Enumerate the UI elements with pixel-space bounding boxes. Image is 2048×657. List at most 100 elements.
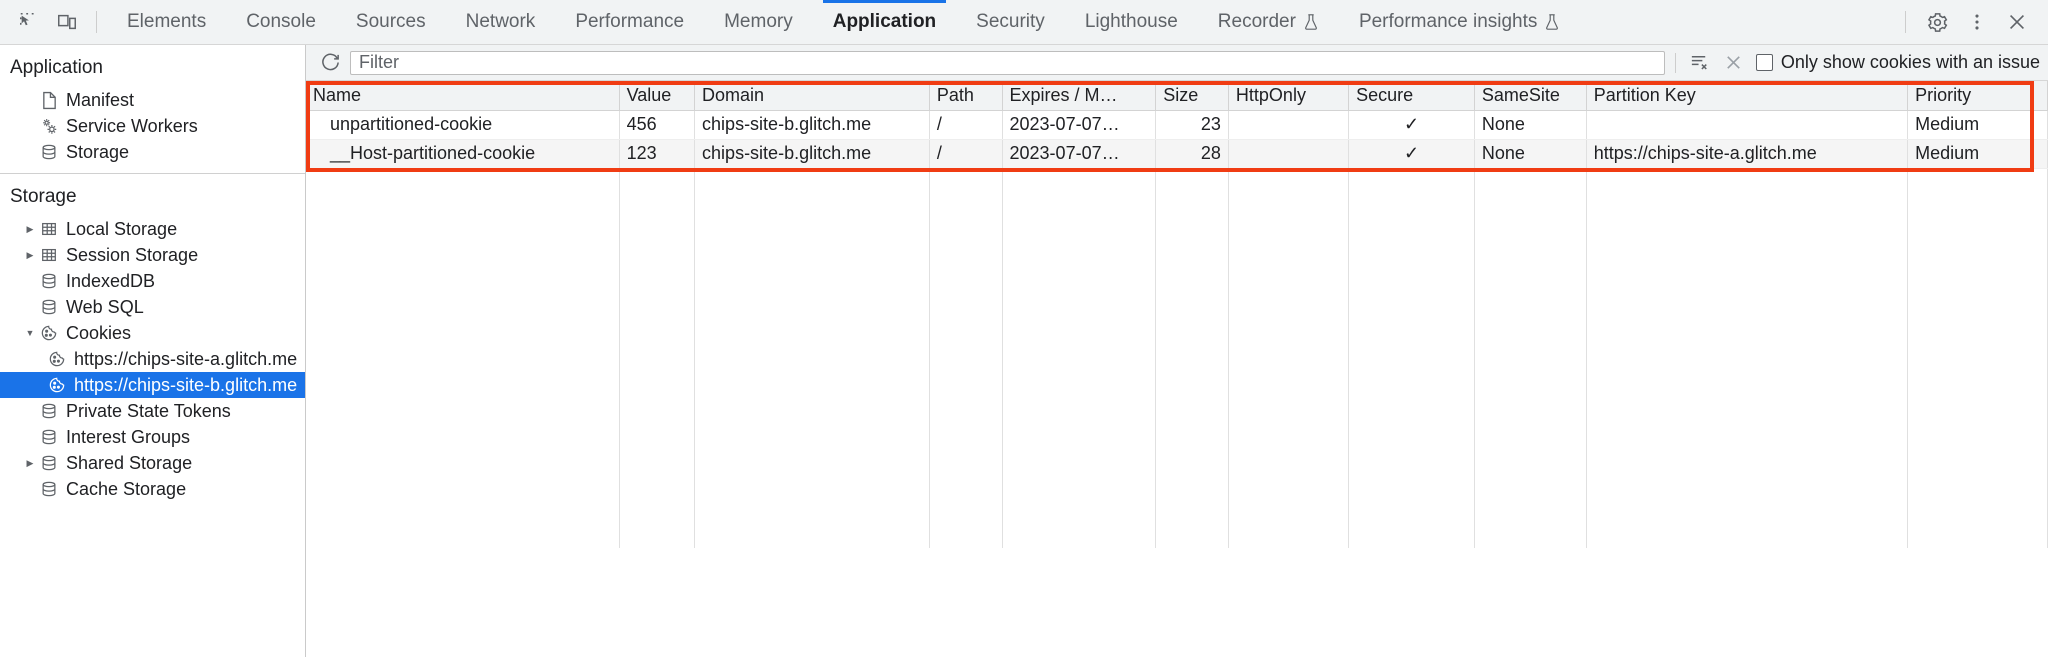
device-toolbar-icon[interactable] xyxy=(48,5,86,39)
database-icon xyxy=(38,454,60,472)
sidebar-item-cookies-site-a[interactable]: https://chips-site-a.glitch.me xyxy=(0,346,305,372)
sidebar-item-cookies[interactable]: ▼ Cookies xyxy=(0,320,305,346)
sidebar-item-label: Cache Storage xyxy=(66,478,187,499)
sidebar-item-cache-storage[interactable]: ▶ Cache Storage xyxy=(0,476,305,502)
cell-name: __Host-partitioned-cookie xyxy=(306,139,620,169)
column-header-domain[interactable]: Domain xyxy=(694,81,930,111)
tab-label: Security xyxy=(976,11,1045,32)
column-header-value[interactable]: Value xyxy=(619,81,696,111)
sidebar-item-storage-overview[interactable]: ▶ Storage xyxy=(0,139,305,165)
storage-section-title: Storage xyxy=(10,186,77,207)
inspect-element-icon[interactable] xyxy=(10,5,48,39)
toolbar-right-actions xyxy=(1895,5,2036,39)
column-header-partition-key[interactable]: Partition Key xyxy=(1586,81,1909,111)
sidebar-item-label: https://chips-site-b.glitch.me xyxy=(74,374,298,395)
sidebar-item-label: Web SQL xyxy=(66,296,144,317)
cell-expires: 2023-07-07… xyxy=(1002,110,1157,140)
cell-partition-key xyxy=(1586,110,1909,140)
sidebar-item-private-state-tokens[interactable]: ▶ Private State Tokens xyxy=(0,398,305,424)
filter-input[interactable] xyxy=(350,50,1665,75)
database-icon xyxy=(38,272,60,290)
column-header-expires[interactable]: Expires / M… xyxy=(1002,81,1157,111)
sidebar-item-shared-storage[interactable]: ▶ Shared Storage xyxy=(0,450,305,476)
cell-priority: Medium xyxy=(1907,139,2048,169)
column-header-path[interactable]: Path xyxy=(929,81,1003,111)
tab-label: Memory xyxy=(724,11,793,32)
tab-security[interactable]: Security xyxy=(956,0,1065,45)
sidebar-item-label: Manifest xyxy=(66,89,135,110)
cell-path: / xyxy=(929,110,1003,140)
cell-secure: ✓ xyxy=(1348,139,1475,169)
chevron-right-icon[interactable]: ▶ xyxy=(26,249,34,260)
sidebar-divider xyxy=(0,173,305,174)
sidebar-item-indexeddb[interactable]: ▶ IndexedDB xyxy=(0,268,305,294)
cell-domain: chips-site-b.glitch.me xyxy=(694,139,930,169)
cookies-table-head: Name Value Domain Path Expires / M… Size… xyxy=(306,81,2048,111)
cell-value: 456 xyxy=(619,110,696,140)
chevron-right-icon[interactable]: ▶ xyxy=(26,457,34,468)
tab-label: Console xyxy=(246,11,316,32)
clear-all-icon[interactable] xyxy=(1720,50,1748,76)
sidebar-item-cookies-site-b[interactable]: https://chips-site-b.glitch.me xyxy=(0,372,305,398)
application-sidebar: Application ▶ Manifest ▶ xyxy=(0,45,306,657)
table-header-row: Name Value Domain Path Expires / M… Size… xyxy=(306,81,2048,111)
database-icon xyxy=(38,402,60,420)
only-issues-checkbox-row[interactable]: Only show cookies with an issue xyxy=(1755,52,2040,73)
cell-samesite: None xyxy=(1474,110,1587,140)
table-icon xyxy=(38,246,60,264)
tab-label: Elements xyxy=(127,11,207,32)
sidebar-item-web-sql[interactable]: ▶ Web SQL xyxy=(0,294,305,320)
chevron-right-icon[interactable]: ▶ xyxy=(26,223,34,234)
column-header-secure[interactable]: Secure xyxy=(1348,81,1475,111)
tab-sources[interactable]: Sources xyxy=(336,0,446,45)
tab-label: Performance insights xyxy=(1358,11,1538,32)
cell-secure: ✓ xyxy=(1348,110,1475,140)
column-header-samesite[interactable]: SameSite xyxy=(1474,81,1587,111)
tab-elements[interactable]: Elements xyxy=(107,0,226,45)
sidebar-item-service-workers[interactable]: ▶ Service Workers xyxy=(0,113,305,139)
application-section-title: Application xyxy=(10,57,103,78)
sidebar-item-local-storage[interactable]: ▶ Local Storage xyxy=(0,216,305,242)
cookies-filter-toolbar: Only show cookies with an issue xyxy=(306,45,2048,81)
tab-recorder[interactable]: Recorder xyxy=(1198,0,1339,45)
tab-performance-insights[interactable]: Performance insights xyxy=(1339,0,1580,45)
tab-network[interactable]: Network xyxy=(446,0,556,45)
cell-domain: chips-site-b.glitch.me xyxy=(694,110,930,140)
clear-filtered-icon[interactable] xyxy=(1686,50,1714,76)
cell-samesite: None xyxy=(1474,139,1587,169)
tab-performance[interactable]: Performance xyxy=(555,0,704,45)
tab-label: Network xyxy=(465,11,536,32)
only-issues-checkbox[interactable] xyxy=(1755,54,1773,71)
tab-label: Performance xyxy=(575,11,685,32)
tab-application[interactable]: Application xyxy=(813,0,956,45)
close-icon[interactable] xyxy=(1998,5,2036,39)
tab-lighthouse[interactable]: Lighthouse xyxy=(1065,0,1198,45)
devtools-toolbar: Elements Console Sources Network Perform… xyxy=(0,0,2048,45)
table-row[interactable]: __Host-partitioned-cookie 123 chips-site… xyxy=(306,139,2048,169)
sidebar-item-label: Local Storage xyxy=(66,218,178,239)
tab-label: Sources xyxy=(355,11,426,32)
sidebar-item-session-storage[interactable]: ▶ Session Storage xyxy=(0,242,305,268)
chevron-down-icon[interactable]: ▼ xyxy=(25,328,35,338)
cell-path: / xyxy=(929,139,1003,169)
kebab-menu-icon[interactable] xyxy=(1958,5,1996,39)
gear-icon[interactable] xyxy=(1918,5,1956,39)
sidebar-item-label: Shared Storage xyxy=(66,452,193,473)
experiment-flask-icon xyxy=(1544,13,1560,31)
column-header-name[interactable]: Name xyxy=(306,81,620,111)
column-header-httponly[interactable]: HttpOnly xyxy=(1228,81,1350,111)
cookies-table-body: unpartitioned-cookie 456 chips-site-b.gl… xyxy=(306,110,2048,548)
filterbar-divider xyxy=(1674,52,1676,73)
refresh-icon[interactable] xyxy=(316,50,344,76)
sidebar-item-interest-groups[interactable]: ▶ Interest Groups xyxy=(0,424,305,450)
cell-value: 123 xyxy=(619,139,696,169)
sidebar-item-label: https://chips-site-a.glitch.me xyxy=(74,348,298,369)
table-empty-row xyxy=(306,168,2048,548)
column-header-size[interactable]: Size xyxy=(1155,81,1229,111)
sidebar-item-label: Service Workers xyxy=(66,115,198,136)
tab-console[interactable]: Console xyxy=(226,0,336,45)
table-row[interactable]: unpartitioned-cookie 456 chips-site-b.gl… xyxy=(306,110,2048,140)
tab-memory[interactable]: Memory xyxy=(704,0,813,45)
column-header-priority[interactable]: Priority xyxy=(1907,81,2048,111)
sidebar-item-manifest[interactable]: ▶ Manifest xyxy=(0,87,305,113)
